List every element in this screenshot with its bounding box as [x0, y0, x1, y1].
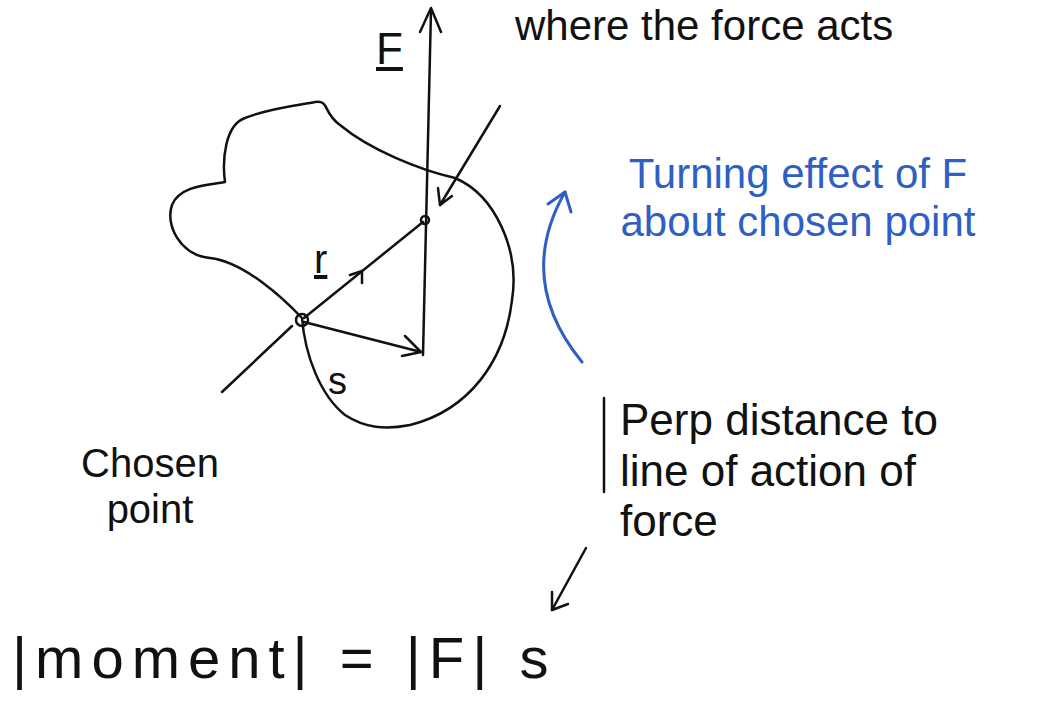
- leader-arrowhead: [438, 188, 452, 205]
- vector-arrowhead: [350, 271, 362, 283]
- application-point-dot: [421, 216, 429, 224]
- leader-line: [603, 398, 606, 492]
- force-symbol: F: [376, 24, 403, 75]
- force-line: [423, 10, 431, 355]
- leader-line: [552, 548, 586, 610]
- leader-arrowhead: [552, 592, 568, 610]
- rigid-body-outline: [170, 102, 513, 428]
- chosen-point-dot: [296, 314, 308, 326]
- formula: |moment| = |F| s: [12, 625, 556, 692]
- distance-symbol: s: [328, 360, 347, 404]
- annotation: Perp distance to line of action of force: [620, 395, 950, 547]
- rotation-arrow: [544, 192, 582, 362]
- annotation: Turning effect of F about chosen point: [598, 150, 998, 247]
- position-vector: [304, 222, 423, 318]
- force-arrowhead: [420, 8, 441, 32]
- leader-line: [440, 106, 500, 205]
- vector-symbol: r: [314, 236, 327, 282]
- annotation: Chosen point: [55, 440, 245, 532]
- leader-line: [222, 326, 292, 392]
- rotation-arrowhead: [548, 192, 571, 212]
- distance-arrowhead: [402, 336, 421, 356]
- annotation: where the force acts: [515, 2, 895, 50]
- perpendicular-distance: [304, 322, 421, 352]
